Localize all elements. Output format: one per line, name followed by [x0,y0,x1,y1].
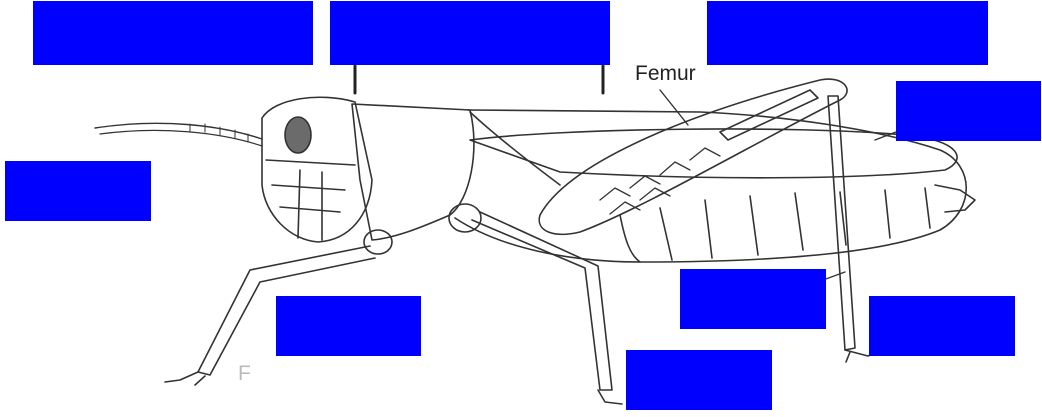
hidden-label-top-right [707,1,988,65]
hidden-label-top-left [33,1,313,65]
femur-pointer-line [660,90,688,125]
hidden-label-top-middle [330,1,610,65]
compound-eye [285,117,311,153]
hidden-label-middle-foot [626,350,772,410]
hind-femur [539,79,847,234]
head [262,97,372,242]
label-fragment: F [238,362,251,386]
leader-line-knee [823,272,845,280]
hidden-label-hind-foot [869,296,1015,356]
hidden-label-wing [896,81,1041,141]
hidden-label-antenna [5,161,151,221]
hidden-label-foreleg [276,296,421,356]
antenna [95,123,262,146]
middle-leg [449,204,622,404]
hidden-label-hind-leg-knee [680,269,826,329]
label-femur: Femur [635,62,696,86]
